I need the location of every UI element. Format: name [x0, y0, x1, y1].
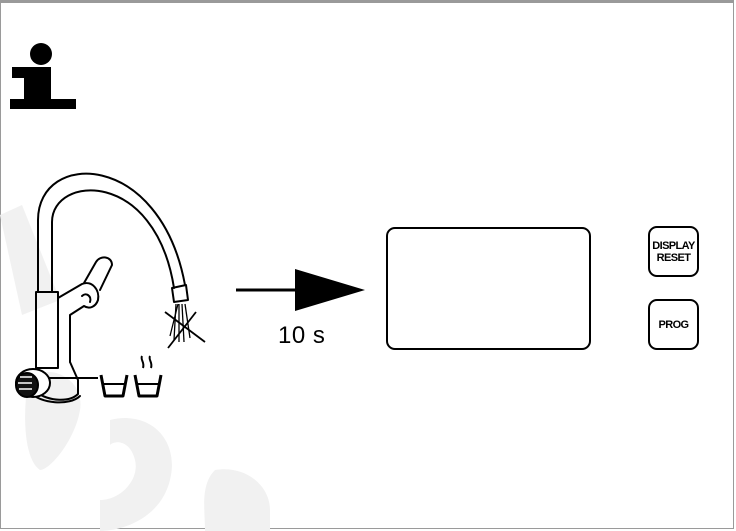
display-reset-label-line1: DISPLAY	[652, 240, 694, 252]
display-reset-label-line2: RESET	[657, 252, 691, 264]
info-icon	[10, 43, 76, 109]
display-screen	[386, 227, 591, 350]
arrow-right-icon	[236, 269, 365, 311]
prog-button[interactable]: PROG	[648, 299, 699, 350]
cold-glass-icon	[101, 375, 127, 396]
water-stream-crossed-icon	[165, 304, 205, 348]
duration-label: 10 s	[278, 322, 325, 350]
prog-label: PROG	[659, 319, 689, 331]
hot-glass-icon	[135, 356, 161, 396]
display-reset-button[interactable]: DISPLAY RESET	[648, 226, 699, 277]
